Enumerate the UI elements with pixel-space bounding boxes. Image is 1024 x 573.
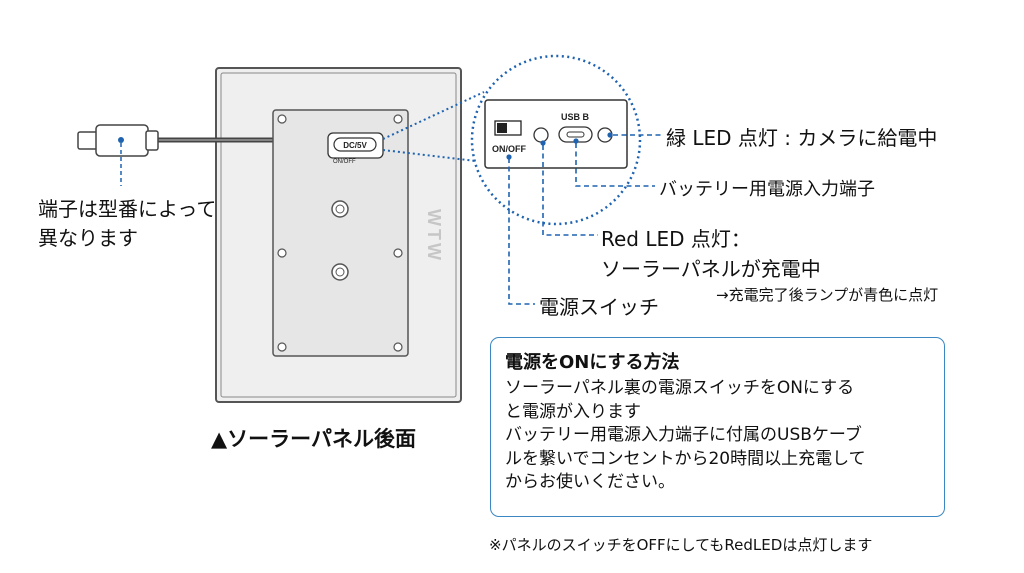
zoom-guide-top — [382, 91, 485, 140]
power-switch-label: 電源スイッチ — [539, 295, 659, 319]
mounting-plate — [272, 109, 409, 357]
zoom-switch-slider — [497, 123, 507, 133]
connector-note-line2: 異なります — [38, 226, 138, 250]
zoom-port-panel — [484, 99, 628, 169]
red-led — [533, 127, 549, 143]
info-box-line: ルを繋いでコンセントから20時間以上充電して — [505, 448, 866, 469]
info-box-line: からお使いください。 — [505, 472, 675, 492]
plate-port-oval — [333, 137, 377, 152]
panel-caption: ▲ソーラーパネル後面 — [211, 427, 416, 451]
zoom-guide-bottom — [382, 149, 485, 163]
plate-switch-label: ON/OFF — [333, 159, 356, 165]
info-box: 電源をONにする方法 ソーラーパネル裏の電源スイッチをONにする と電源が入りま… — [490, 337, 945, 517]
callout-leaders — [508, 134, 662, 305]
zoom-switch-label: ON/OFF — [492, 144, 526, 154]
plate-mount-holes — [331, 200, 349, 281]
red-led-leader — [542, 145, 598, 236]
info-box-line: バッテリー用電源入力端子に付属のUSBケーブ — [505, 425, 862, 445]
red-led-label-line2: ソーラーパネルが充電中 — [601, 257, 821, 281]
info-box-line: ソーラーパネル裏の電源スイッチをONにする — [505, 378, 855, 398]
red-led-label-line1: Red LED 点灯： — [601, 227, 751, 251]
solar-panel-inner — [220, 72, 457, 398]
red-led-sublabel: →充電完了後ランプが青色に点灯 — [716, 286, 939, 304]
battery-port-leader — [575, 143, 655, 187]
connector-pointer-dot — [118, 137, 124, 143]
usb-port-inner — [566, 131, 585, 138]
plate-port-label: DC/5V — [343, 141, 367, 150]
connector-note-line1: 端子は型番によって — [38, 197, 217, 221]
usb-label: USB B — [561, 112, 590, 122]
info-box-title: 電源をONにする方法 — [505, 352, 680, 373]
brand-text: WTW — [424, 209, 444, 263]
cable-connector — [77, 124, 159, 157]
footnote: ※パネルのスイッチをOFFにしてもRedLEDは点灯します — [489, 536, 873, 554]
green-led-label: 緑 LED 点灯 : カメラに給電中 — [666, 126, 938, 150]
plate-screws — [277, 114, 403, 352]
callout-dots — [506, 132, 613, 160]
battery-port-label: バッテリー用電源入力端子 — [659, 179, 875, 200]
power-switch-leader — [508, 158, 535, 305]
info-box-line: と電源が入ります — [505, 401, 641, 422]
